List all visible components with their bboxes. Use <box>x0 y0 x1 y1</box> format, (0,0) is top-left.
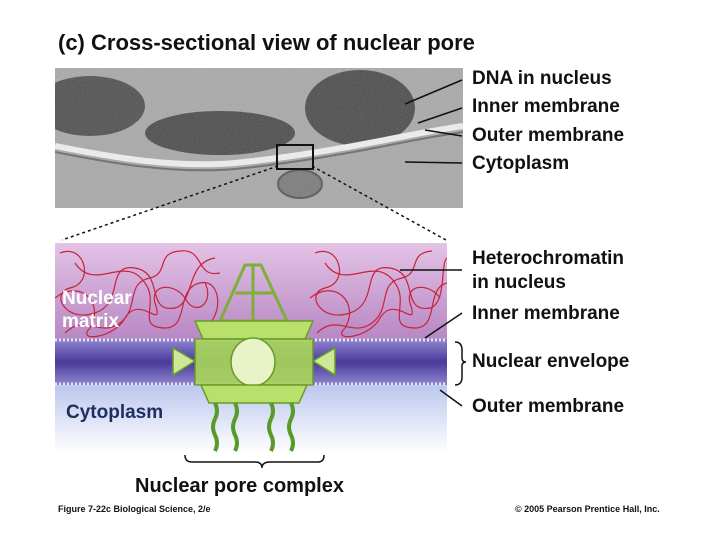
label-cytoplasm-micro: Cytoplasm <box>472 153 569 175</box>
figure-caption: Figure 7-22c Biological Science, 2/e <box>58 504 211 514</box>
label-inner-membrane: Inner membrane <box>472 303 620 325</box>
electron-micrograph <box>55 68 463 208</box>
label-nuclear-matrix-line1: Nuclear <box>62 288 132 310</box>
label-nuclear-pore-complex: Nuclear pore complex <box>135 475 344 498</box>
label-nuclear-matrix-line2: matrix <box>62 311 119 333</box>
label-outer-membrane: Outer membrane <box>472 396 624 418</box>
copyright-notice: © 2005 Pearson Prentice Hall, Inc. <box>515 504 660 514</box>
label-inner-membrane-micro: Inner membrane <box>472 96 620 118</box>
label-dna-in-nucleus: DNA in nucleus <box>472 68 612 90</box>
figure-title: (c) Cross-sectional view of nuclear pore <box>58 30 475 56</box>
label-outer-membrane-micro: Outer membrane <box>472 125 624 147</box>
label-cytoplasm-diagram: Cytoplasm <box>66 402 163 424</box>
label-nuclear-envelope: Nuclear envelope <box>472 351 629 373</box>
label-heterochromatin: Heterochromatin <box>472 248 624 270</box>
label-in-nucleus: in nucleus <box>472 272 566 294</box>
central-channel <box>231 338 275 386</box>
